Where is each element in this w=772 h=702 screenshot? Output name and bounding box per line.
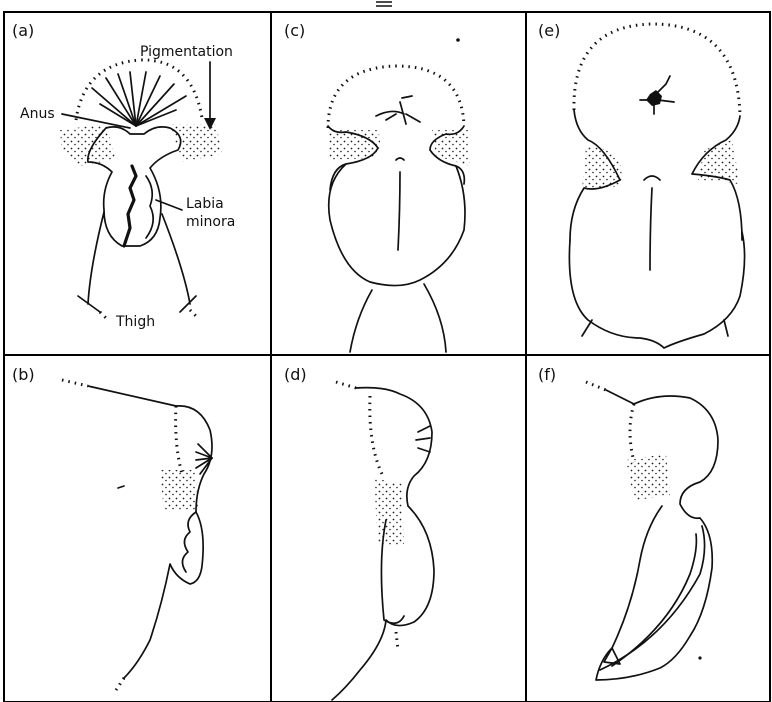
panel-a-labia-fold xyxy=(146,176,153,238)
panel-c-speck xyxy=(456,38,460,42)
panel-d-stipple xyxy=(374,478,404,546)
top-mark xyxy=(376,2,392,6)
panel-a-radiating-folds xyxy=(92,72,186,126)
panel-e-body-outline xyxy=(569,232,744,348)
panel-e-stipple-left xyxy=(582,146,622,190)
panel-e-thigh-left xyxy=(582,320,592,336)
panel-f-dotted-start xyxy=(586,382,606,390)
label-anus: Anus xyxy=(20,106,55,122)
panel-c-body-outline xyxy=(329,164,465,286)
panel-b-dotted-start xyxy=(62,380,88,386)
panel-c: (c) xyxy=(284,21,470,352)
panel-c-stipple-right xyxy=(432,130,470,166)
panel-c-label: (c) xyxy=(284,21,305,40)
panel-b-stipple xyxy=(160,470,198,512)
panel-e: (e) xyxy=(538,21,745,348)
panel-b-mark xyxy=(118,486,124,488)
panel-c-thigh-right xyxy=(424,284,446,352)
panel-b-radiating-folds xyxy=(196,444,212,474)
panel-d-dotted-start xyxy=(336,382,356,388)
panel-e-vulval-cleft xyxy=(650,188,652,270)
panel-d: (d) xyxy=(284,365,434,700)
panel-f-profile-top xyxy=(606,390,634,404)
panel-b-profile-top xyxy=(88,386,176,406)
panel-a: (a) Pigmentation xyxy=(12,21,235,330)
panel-b-dotted-arc xyxy=(176,406,182,474)
panel-c-urethral-mark xyxy=(396,158,404,160)
panel-b-lobes xyxy=(182,512,196,572)
panel-f: (f) xyxy=(538,365,718,680)
label-thigh: Thigh xyxy=(115,314,155,330)
panel-d-dotted-arc xyxy=(370,396,384,478)
panel-f-speck xyxy=(698,656,701,659)
panel-f-dotted-arc xyxy=(630,404,634,462)
panel-d-folds xyxy=(416,426,430,452)
label-labia-line1: Labia xyxy=(186,196,224,212)
panel-e-urethral-mark xyxy=(644,176,660,180)
panel-a-thigh-left xyxy=(88,212,104,304)
panel-c-anal-folds xyxy=(376,96,420,124)
panel-a-label: (a) xyxy=(12,21,34,40)
panel-b-label: (b) xyxy=(12,365,35,384)
label-labia-line2: minora xyxy=(186,214,235,230)
panel-f-labium-outer xyxy=(600,526,705,670)
panel-b-profile-outline xyxy=(124,406,212,678)
panel-a-pigment-right xyxy=(170,124,222,162)
panel-f-label: (f) xyxy=(538,365,556,384)
panel-b-dotted-end xyxy=(116,678,124,690)
panel-f-profile-outline xyxy=(596,396,718,680)
labia-leader xyxy=(156,200,182,210)
label-pigmentation: Pigmentation xyxy=(140,44,233,60)
panel-b: (b) xyxy=(12,365,212,690)
panel-a-cleft xyxy=(124,166,136,246)
panel-f-stipple xyxy=(626,454,670,500)
panel-c-dotted-arc xyxy=(328,66,464,128)
panel-c-thigh-left xyxy=(350,290,372,352)
panel-e-thigh-right xyxy=(724,320,728,336)
panel-a-thigh-dash-right xyxy=(190,310,198,318)
panel-a-thigh-dash-left xyxy=(100,312,108,320)
panel-d-label: (d) xyxy=(284,365,307,384)
panel-c-vulval-cleft xyxy=(398,172,400,250)
panel-a-thigh-tick-right xyxy=(180,296,196,312)
panel-e-label: (e) xyxy=(538,21,560,40)
panel-d-dotted-end xyxy=(396,632,398,650)
